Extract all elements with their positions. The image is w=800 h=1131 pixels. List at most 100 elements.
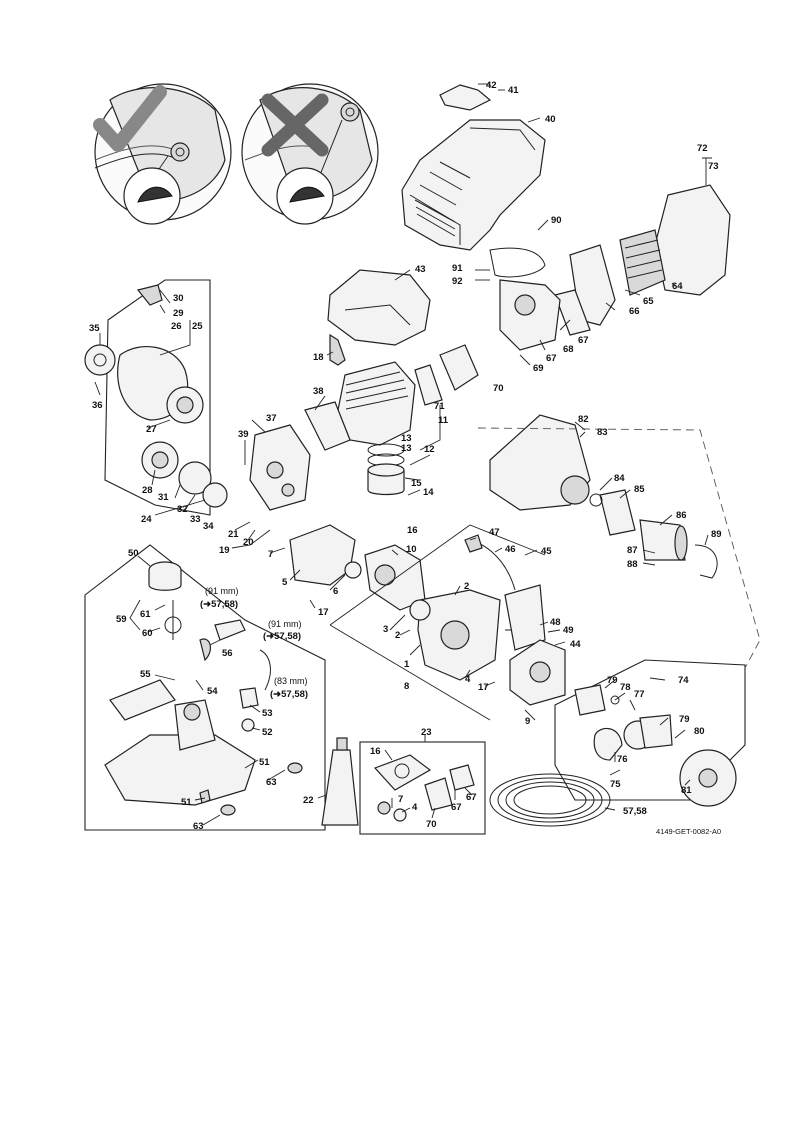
callout-63b: 63 xyxy=(193,821,204,832)
clutch-assembly xyxy=(554,659,746,807)
callout-32: 32 xyxy=(177,504,188,515)
callout-61: 61 xyxy=(140,609,151,620)
callout-41: 41 xyxy=(508,85,519,96)
callout-29: 29 xyxy=(173,308,184,319)
callout-30: 30 xyxy=(173,293,184,304)
assembly-guide-line xyxy=(477,427,761,669)
callout-67d: 67 xyxy=(466,792,477,803)
callout-70b: 70 xyxy=(426,819,437,830)
hose-ref-a: (➜57,58) xyxy=(200,599,238,610)
callout-86: 86 xyxy=(676,510,687,521)
callout-51a: 51 xyxy=(259,757,270,768)
callout-12: 12 xyxy=(424,444,435,455)
callout-77: 77 xyxy=(634,689,645,700)
callout-71: 71 xyxy=(434,401,445,412)
callout-1: 1 xyxy=(404,659,410,670)
callout-67b: 67 xyxy=(546,353,557,364)
callout-21: 21 xyxy=(228,529,239,540)
callout-39: 39 xyxy=(238,429,249,440)
engine-shroud xyxy=(327,269,431,366)
callout-38: 38 xyxy=(313,386,324,397)
hose-ref-c: (➜57,58) xyxy=(270,689,308,700)
callout-73: 73 xyxy=(708,161,719,172)
callout-6: 6 xyxy=(333,586,338,597)
carburetor-assembly xyxy=(414,247,561,406)
callout-57-58: 57,58 xyxy=(623,806,647,817)
callout-43: 43 xyxy=(415,264,426,275)
callout-67c: 67 xyxy=(451,802,462,813)
callout-46: 46 xyxy=(505,544,516,555)
crankcase-crankshaft xyxy=(289,524,525,681)
callout-82: 82 xyxy=(578,414,589,425)
cover-vents xyxy=(414,161,471,237)
callout-31: 31 xyxy=(158,492,169,503)
callout-78: 78 xyxy=(620,682,631,693)
callout-49: 49 xyxy=(563,625,574,636)
callout-7: 7 xyxy=(268,549,273,560)
callout-22: 22 xyxy=(303,795,314,806)
callout-68: 68 xyxy=(563,344,574,355)
callout-20: 20 xyxy=(243,537,254,548)
hose-note-c: (83 mm) xyxy=(274,676,308,686)
callout-60: 60 xyxy=(142,628,153,639)
callout-17b: 17 xyxy=(478,682,489,693)
callout-45: 45 xyxy=(541,546,552,557)
callout-34: 34 xyxy=(203,521,214,532)
leader-lines xyxy=(94,83,712,826)
fuel-tank-assembly xyxy=(84,544,326,831)
callout-19: 19 xyxy=(219,545,230,556)
callout-13b: 13 xyxy=(401,443,412,454)
engine-cover xyxy=(401,84,546,251)
callout-64: 64 xyxy=(672,281,683,292)
callout-56: 56 xyxy=(222,648,233,659)
x-mark-icon xyxy=(261,93,329,157)
callout-labels: 42 41 40 72 73 90 91 92 43 64 65 66 67 6… xyxy=(89,80,722,832)
callout-35: 35 xyxy=(89,323,100,334)
callout-33: 33 xyxy=(190,514,201,525)
callout-55: 55 xyxy=(140,669,151,680)
air-filter-assembly xyxy=(554,184,731,336)
callout-4b: 4 xyxy=(412,802,418,813)
callout-66: 66 xyxy=(629,306,640,317)
callout-87: 87 xyxy=(627,545,638,556)
callout-89: 89 xyxy=(711,529,722,540)
callout-63a: 63 xyxy=(266,777,277,788)
callout-9: 9 xyxy=(525,716,530,727)
callout-25: 25 xyxy=(192,321,203,332)
callout-28: 28 xyxy=(142,485,153,496)
callout-72: 72 xyxy=(697,143,708,154)
callout-91: 91 xyxy=(452,263,463,274)
callout-90: 90 xyxy=(551,215,562,226)
hose-ref-b: (➜57,58) xyxy=(263,631,301,642)
callout-2a: 2 xyxy=(464,581,469,592)
callout-75: 75 xyxy=(610,779,621,790)
document-code: 4149-GET-0082-A0 xyxy=(656,827,721,836)
callout-88: 88 xyxy=(627,559,638,570)
gasket-kit xyxy=(359,741,486,835)
callout-10: 10 xyxy=(406,544,417,555)
muffler xyxy=(249,401,351,511)
callout-69: 69 xyxy=(533,363,544,374)
callout-3: 3 xyxy=(383,624,388,635)
callout-67a: 67 xyxy=(578,335,589,346)
callout-47: 47 xyxy=(489,527,500,538)
callout-16: 16 xyxy=(407,525,418,536)
callout-36: 36 xyxy=(92,400,103,411)
callout-70: 70 xyxy=(493,383,504,394)
callout-83: 83 xyxy=(597,427,608,438)
callout-92: 92 xyxy=(452,276,463,287)
callout-74: 74 xyxy=(678,675,689,686)
starter-assembly xyxy=(84,279,228,516)
line-coil xyxy=(489,773,611,827)
callout-65: 65 xyxy=(643,296,654,307)
callout-13a: 13 xyxy=(401,433,412,444)
hose-note-b: (91 mm) xyxy=(268,619,302,629)
callout-40: 40 xyxy=(545,114,556,125)
callout-11: 11 xyxy=(438,415,449,426)
callout-16b: 16 xyxy=(370,746,381,757)
callout-37: 37 xyxy=(266,413,277,424)
sealant-tube xyxy=(321,737,359,826)
callout-76: 76 xyxy=(617,754,628,765)
check-mark-icon xyxy=(93,85,167,152)
callout-53: 53 xyxy=(262,708,273,719)
